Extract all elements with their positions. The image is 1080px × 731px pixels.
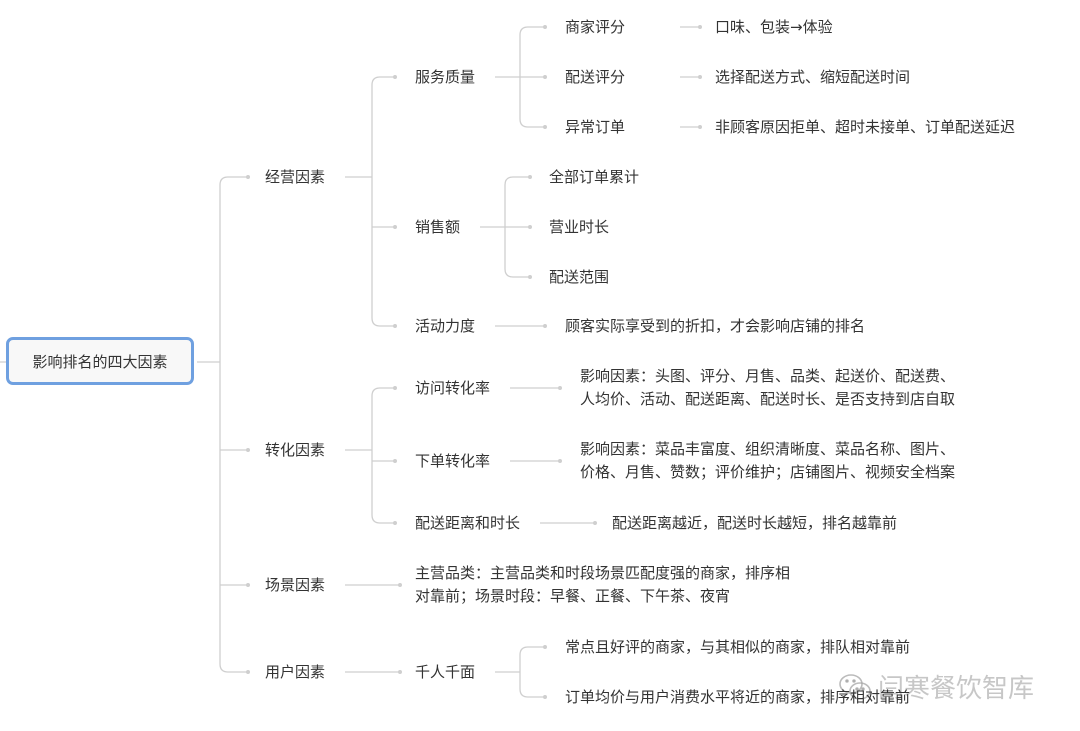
node-user[interactable]: 用户因素 <box>265 663 326 681</box>
node-merchant-rating-detail[interactable]: 口味、包装→体验 <box>715 18 833 36</box>
node-visit-conversion[interactable]: 访问转化率 <box>415 379 491 397</box>
root-label: 影响排名的四大因素 <box>32 352 168 371</box>
node-promotion[interactable]: 活动力度 <box>415 317 476 335</box>
node-delivery-rating-detail[interactable]: 选择配送方式、缩短配送时间 <box>715 68 911 86</box>
node-scene[interactable]: 场景因素 <box>265 576 326 594</box>
node-operation[interactable]: 经营因素 <box>265 168 326 186</box>
node-abnormal-orders-detail[interactable]: 非顾客原因拒单、超时未接单、订单配送延迟 <box>715 118 1016 136</box>
node-scene-detail[interactable]: 主营品类：主营品类和时段场景匹配度强的商家，排序相对靠前；场景时段：早餐、正餐、… <box>415 562 790 608</box>
node-delivery-range[interactable]: 配送范围 <box>549 268 610 286</box>
node-delivery-distance[interactable]: 配送距离和时长 <box>415 514 521 532</box>
node-total-orders[interactable]: 全部订单累计 <box>549 168 640 186</box>
node-personalized-detail-2[interactable]: 订单均价与用户消费水平将近的商家，排序相对靠前 <box>565 688 911 706</box>
detail-line: 人均价、活动、配送距离、配送时长、是否支持到店自取 <box>580 390 956 408</box>
node-order-conversion-detail[interactable]: 影响因素：菜品丰富度、组织清晰度、菜品名称、图片、价格、月售、赞数；评价维护；店… <box>580 438 955 484</box>
root-node[interactable]: 影响排名的四大因素 <box>6 337 194 385</box>
node-conversion[interactable]: 转化因素 <box>265 441 326 459</box>
node-delivery-distance-detail[interactable]: 配送距离越近，配送时长越短，排名越靠前 <box>612 514 898 532</box>
detail-line: 影响因素：头图、评分、月售、品类、起送价、配送费、 <box>580 367 956 385</box>
node-order-conversion[interactable]: 下单转化率 <box>415 452 491 470</box>
node-business-hours[interactable]: 营业时长 <box>549 218 610 236</box>
detail-line: 影响因素：菜品丰富度、组织清晰度、菜品名称、图片、 <box>580 440 956 458</box>
detail-line: 对靠前；场景时段：早餐、正餐、下午茶、夜宵 <box>415 587 731 605</box>
node-visit-conversion-detail[interactable]: 影响因素：头图、评分、月售、品类、起送价、配送费、人均价、活动、配送距离、配送时… <box>580 365 955 411</box>
detail-line: 价格、月售、赞数；评价维护；店铺图片、视频安全档案 <box>580 463 956 481</box>
detail-line: 主营品类：主营品类和时段场景匹配度强的商家，排序相 <box>415 564 791 582</box>
node-personalized[interactable]: 千人千面 <box>415 663 476 681</box>
node-service-quality[interactable]: 服务质量 <box>415 68 476 86</box>
node-merchant-rating[interactable]: 商家评分 <box>565 18 626 36</box>
node-sales[interactable]: 销售额 <box>415 218 461 236</box>
node-abnormal-orders[interactable]: 异常订单 <box>565 118 626 136</box>
node-personalized-detail-1[interactable]: 常点且好评的商家，与其相似的商家，排队相对靠前 <box>565 638 911 656</box>
node-delivery-rating[interactable]: 配送评分 <box>565 68 626 86</box>
node-promotion-detail[interactable]: 顾客实际享受到的折扣，才会影响店铺的排名 <box>565 317 866 335</box>
